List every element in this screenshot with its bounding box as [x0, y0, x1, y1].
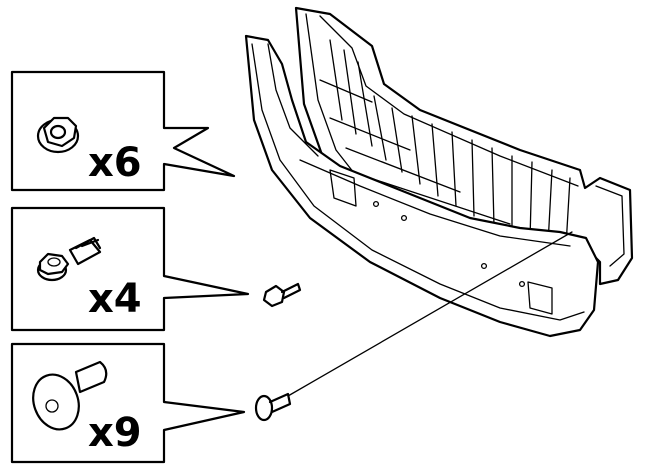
callout-bolt: x4 — [10, 206, 250, 332]
callout-nut: x6 — [10, 70, 236, 192]
quantity-label: x4 — [88, 276, 142, 322]
loose-bolt-icon — [262, 282, 302, 308]
quantity-label: x9 — [88, 410, 142, 456]
front-bumper-cover-icon — [244, 34, 600, 338]
push-clip-icon — [32, 360, 108, 431]
loose-push-clip-icon — [254, 392, 292, 422]
clip-leader-line — [287, 231, 573, 397]
flange-nut-icon — [36, 116, 80, 154]
flange-bolt-icon — [36, 236, 102, 282]
quantity-label: x6 — [88, 140, 142, 186]
callout-push-clip: x9 — [10, 342, 246, 464]
